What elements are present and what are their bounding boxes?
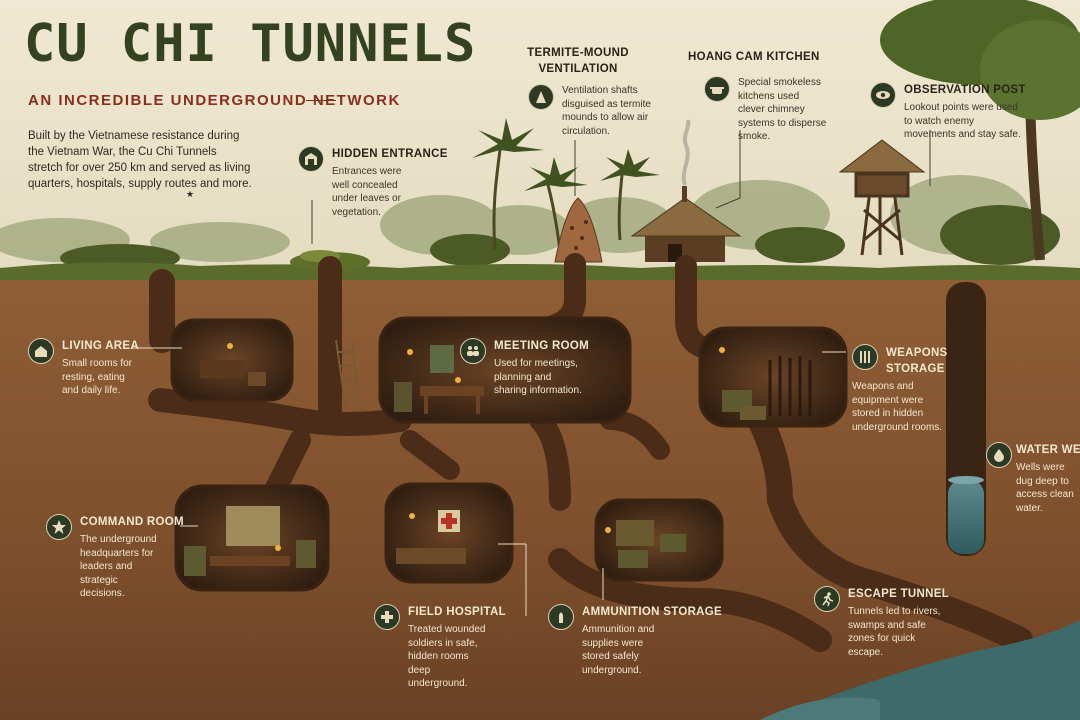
escape-desc: Tunnels led to rivers, swamps and safe z… bbox=[848, 606, 941, 658]
water-well bbox=[946, 282, 986, 556]
furnishings bbox=[184, 343, 812, 576]
callout-hospital: FIELD HOSPITAL Treated wounded soldiers … bbox=[374, 604, 514, 689]
callout-ammo: AMMUNITION STORAGE Ammunition and suppli… bbox=[548, 604, 722, 684]
termite-mound bbox=[554, 197, 603, 263]
page-title: CU CHI TUNNELS bbox=[24, 14, 477, 74]
escape-title: ESCAPE TUNNEL bbox=[848, 588, 950, 600]
callout-command: COMMAND ROOM The underground headquarter… bbox=[46, 514, 184, 599]
callout-living: LIVING AREA Small rooms for resting, eat… bbox=[28, 338, 139, 408]
cross-icon bbox=[374, 604, 400, 630]
water-title: WATER WELL bbox=[1016, 444, 1080, 456]
subtitle-rule bbox=[306, 100, 336, 101]
running-icon bbox=[814, 586, 840, 612]
mound-icon bbox=[528, 84, 554, 110]
room-weapons bbox=[698, 326, 848, 428]
page-subtitle: AN INCREDIBLE UNDERGROUND NETWORK bbox=[28, 92, 401, 109]
living-desc: Small rooms for resting, eating and dail… bbox=[62, 358, 133, 396]
hospital-title: FIELD HOSPITAL bbox=[408, 606, 506, 618]
command-title: COMMAND ROOM bbox=[80, 516, 184, 528]
callout-meeting: MEETING ROOM Used for meetings, planning… bbox=[460, 338, 590, 398]
hospital-desc: Treated wounded soldiers in safe, hidden… bbox=[408, 624, 486, 689]
kitchen-title: HOANG CAM KITCHEN bbox=[688, 51, 820, 63]
callout-kitchen: Special smokeless kitchens used clever c… bbox=[704, 76, 844, 142]
meeting-desc: Used for meetings, planning and sharing … bbox=[494, 358, 582, 396]
hidden-entrance-desc: Entrances were well concealed under leav… bbox=[332, 166, 402, 218]
gate-icon bbox=[298, 146, 324, 172]
star-ornament: ★ bbox=[186, 189, 195, 199]
weapons-title: WEAPONS STORAGE bbox=[886, 347, 948, 375]
command-desc: The underground headquarters for leaders… bbox=[80, 534, 157, 599]
kitchen-desc: Special smokeless kitchens used clever c… bbox=[738, 77, 827, 142]
people-icon bbox=[460, 338, 486, 364]
callout-water: WATER WELL Wells were dug deep to access… bbox=[986, 442, 1080, 514]
leader-lines bbox=[132, 347, 846, 616]
bullet-icon bbox=[548, 604, 574, 630]
callout-weapons: WEAPONS STORAGE Weapons and equipment we… bbox=[852, 344, 972, 444]
observation-title: OBSERVATION POST bbox=[904, 84, 1026, 96]
termite-title: TERMITE-MOUND VENTILATION bbox=[527, 47, 629, 75]
hidden-entrance-title: HIDDEN ENTRANCE bbox=[332, 148, 448, 160]
eye-icon bbox=[870, 82, 896, 108]
river bbox=[820, 620, 1080, 720]
callout-termite: Ventilation shafts disguised as termite … bbox=[528, 84, 658, 144]
big-tree bbox=[880, 0, 1080, 261]
rifles-icon bbox=[852, 344, 878, 370]
ammo-desc: Ammunition and supplies were stored safe… bbox=[582, 624, 655, 676]
weapons-desc: Weapons and equipment were stored in hid… bbox=[852, 381, 943, 433]
termite-desc: Ventilation shafts disguised as termite … bbox=[562, 85, 651, 137]
home-icon bbox=[28, 338, 54, 364]
callout-hidden-entrance: HIDDEN ENTRANCE Entrances were well conc… bbox=[298, 146, 448, 226]
observation-desc: Lookout points were used to watch enemy … bbox=[904, 102, 1021, 140]
ammo-title: AMMUNITION STORAGE bbox=[582, 606, 722, 618]
living-title: LIVING AREA bbox=[62, 340, 139, 352]
room-ammo bbox=[594, 498, 724, 582]
observation-tower bbox=[854, 172, 910, 256]
water-desc: Wells were dug deep to access clean wate… bbox=[1016, 462, 1074, 514]
drop-icon bbox=[986, 442, 1012, 468]
callout-observation: OBSERVATION POST Lookout points were use… bbox=[870, 82, 1030, 142]
ladder bbox=[335, 339, 361, 411]
meeting-title: MEETING ROOM bbox=[494, 340, 589, 352]
intro-text: Built by the Vietnamese resistance durin… bbox=[28, 130, 252, 191]
pot-icon bbox=[704, 76, 730, 102]
callout-escape: ESCAPE TUNNEL Tunnels led to rivers, swa… bbox=[814, 586, 954, 666]
star-icon bbox=[46, 514, 72, 540]
room-hospital bbox=[384, 482, 514, 584]
